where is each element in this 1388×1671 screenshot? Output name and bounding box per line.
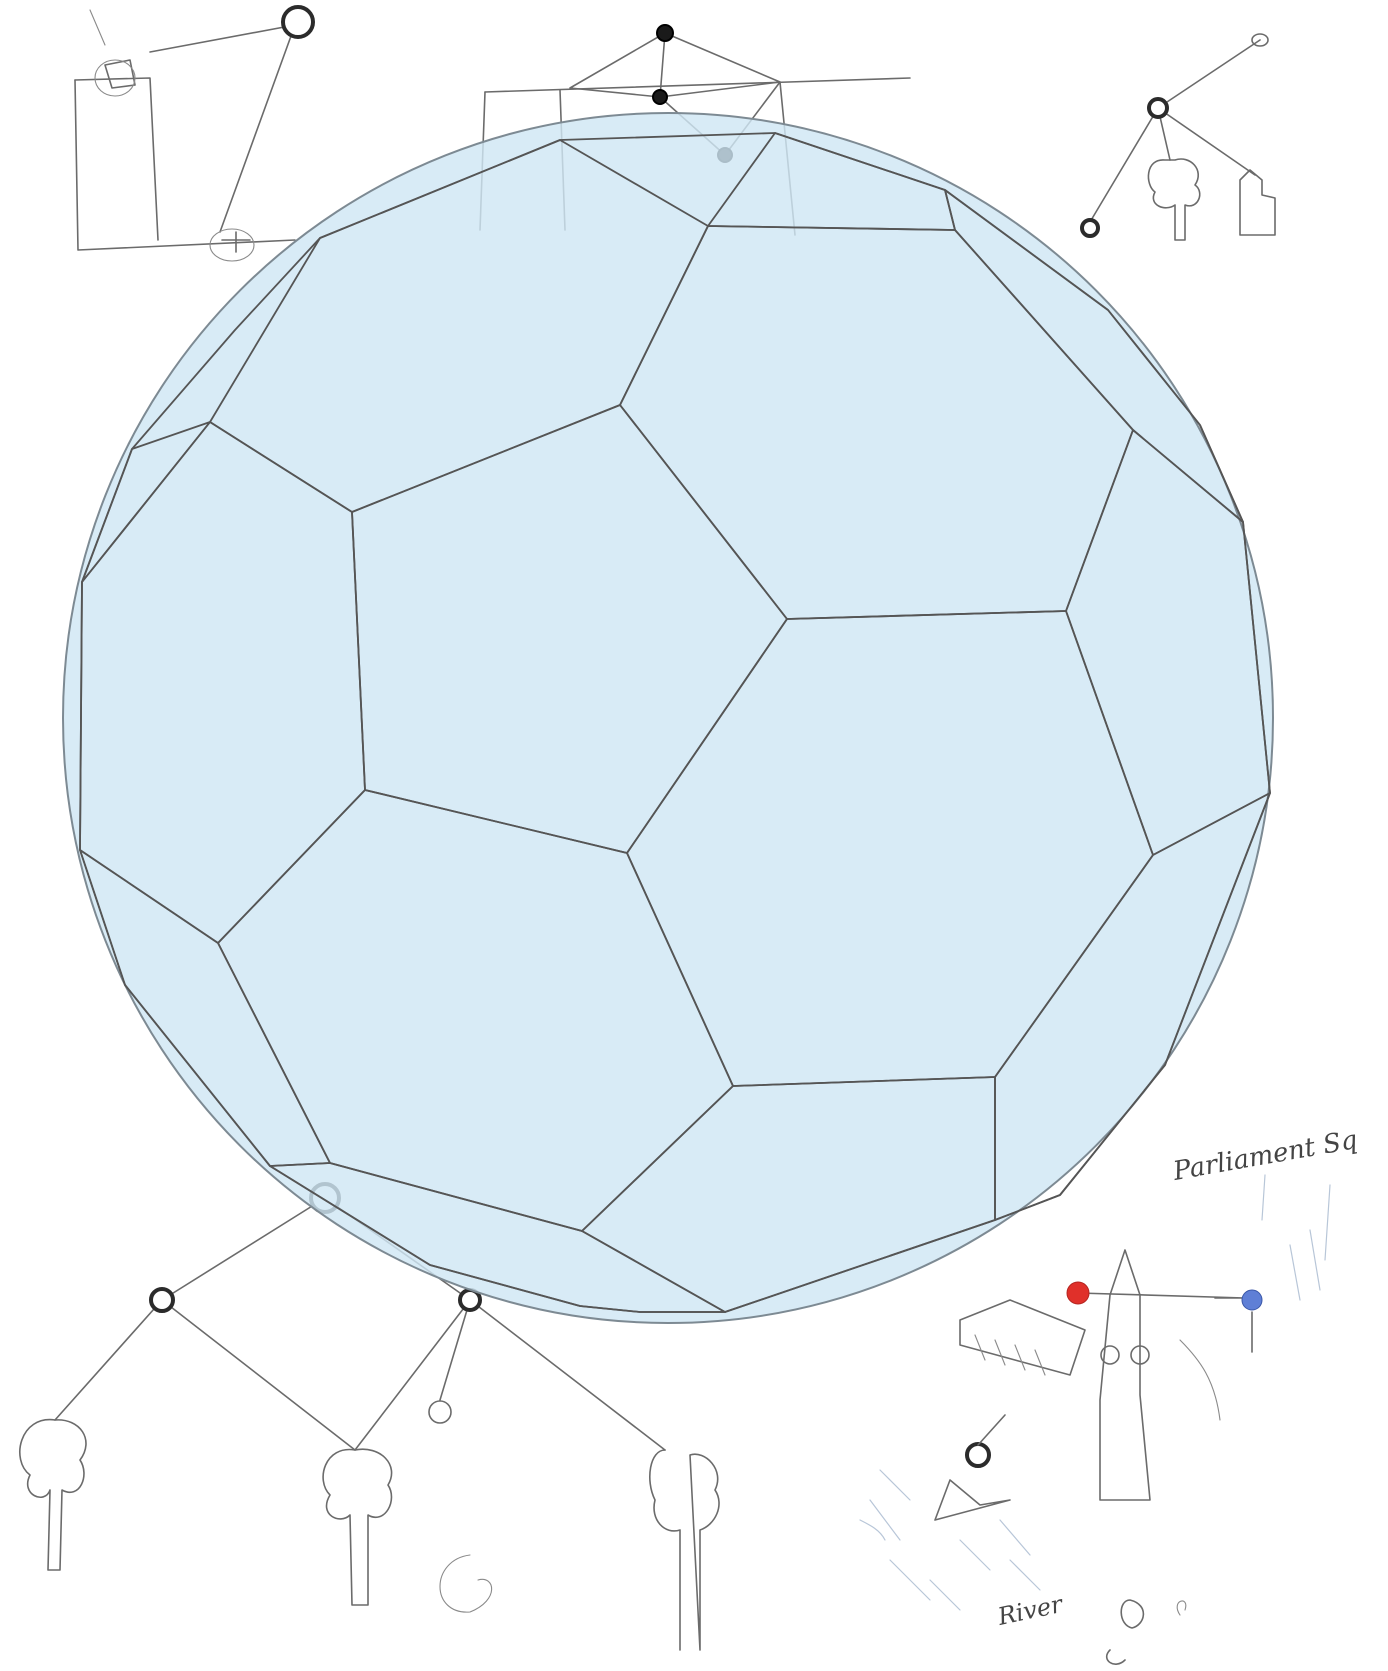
tree-icon bbox=[20, 1420, 86, 1570]
sketch-top-left bbox=[75, 7, 313, 261]
clock-tower-icon bbox=[1100, 1250, 1150, 1500]
node-circle-icon bbox=[151, 1289, 173, 1311]
blue-node-icon bbox=[1242, 1290, 1262, 1310]
node-circle-icon bbox=[1149, 99, 1167, 117]
node-circle-icon bbox=[283, 7, 313, 37]
truncated-icosahedron-globe bbox=[63, 113, 1273, 1323]
red-node-icon bbox=[1067, 1282, 1089, 1304]
building-icon bbox=[960, 1300, 1085, 1375]
globe-disc bbox=[63, 113, 1273, 1323]
building-icon bbox=[1240, 170, 1275, 235]
tree-icon bbox=[650, 1450, 719, 1650]
boat-icon bbox=[935, 1480, 1010, 1520]
tree-icon bbox=[323, 1449, 391, 1605]
sketch-top-right bbox=[1082, 34, 1275, 240]
label-river: River bbox=[994, 1590, 1066, 1631]
tree-icon bbox=[1148, 159, 1199, 240]
